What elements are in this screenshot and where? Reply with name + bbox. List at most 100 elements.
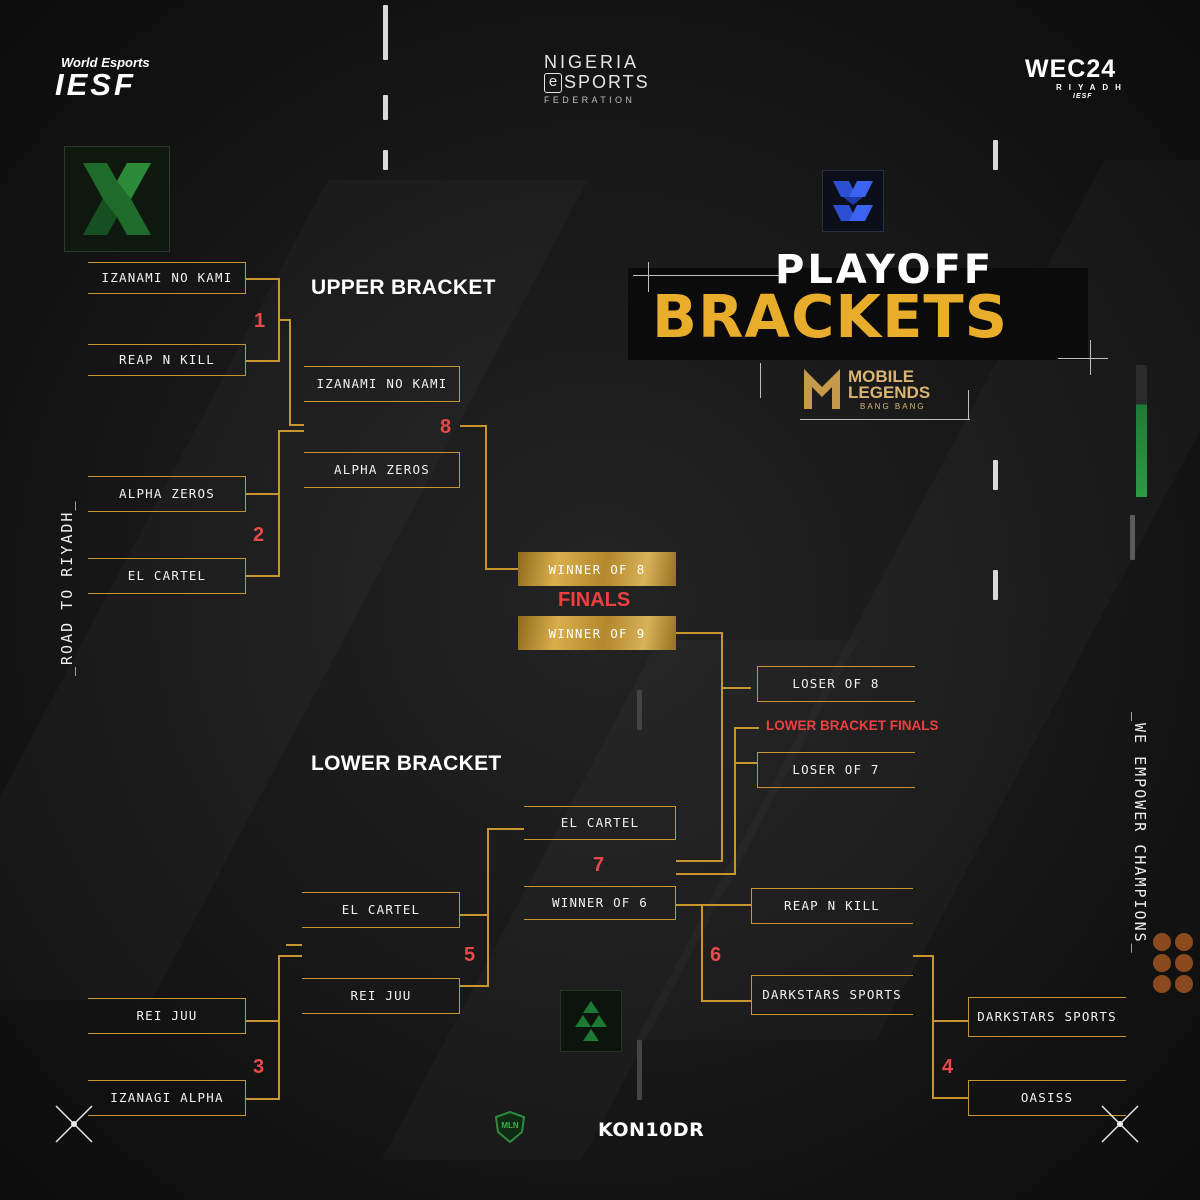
bracket-connector (460, 985, 488, 987)
bracket-connector (289, 424, 304, 426)
bracket-connector (721, 687, 751, 689)
title-frame-line (633, 275, 783, 276)
match-number-7: 7 (593, 854, 605, 876)
wec24-main-text: WEC24 (1025, 55, 1117, 83)
bracket-connector (460, 425, 486, 427)
title-frame-line (1090, 340, 1091, 375)
bracket-connector (735, 727, 759, 729)
mln-badge: MLN (493, 1110, 527, 1144)
bracket-connector (278, 430, 304, 432)
bracket-connector (487, 828, 489, 987)
decorative-dash (383, 5, 388, 60)
finals-heading: FINALS (558, 589, 631, 611)
bracket-connector (701, 904, 703, 1002)
match-number-1: 1 (254, 310, 266, 332)
team-slot-izanagi-alpha[interactable]: IZANAGI ALPHA (88, 1080, 246, 1116)
green-accent-bar (1136, 365, 1147, 497)
bracket-connector (676, 873, 736, 875)
bracket-connector (701, 1000, 751, 1002)
finals-slot-winner-of-9[interactable]: WINNER OF 9 (518, 616, 676, 650)
orange-dots-icon (1153, 933, 1193, 993)
bracket-connector (932, 1020, 968, 1022)
decorative-dash (1130, 515, 1135, 560)
bracket-connector (278, 955, 280, 1100)
bracket-connector (734, 727, 736, 874)
bracket-connector (932, 1097, 968, 1099)
team-slot-alpha-zeros[interactable]: ALPHA ZEROS (88, 476, 246, 512)
mln-shield-icon (494, 1110, 526, 1144)
nigeria-logo-line1: NIGERIA (544, 52, 640, 72)
bracket-connector (278, 430, 280, 577)
x-logo-icon (83, 163, 151, 235)
wec24-city-text: RIYADH (1056, 83, 1128, 92)
side-text-left: _ROAD TO RIYADH_ (58, 499, 76, 677)
blue-logo-icon (833, 181, 873, 221)
decorative-dash (993, 140, 998, 170)
title-frame-line (760, 363, 761, 398)
title-frame-line (968, 390, 969, 420)
bracket-connector (721, 688, 723, 862)
mobile-legends-logo: MOBILE LEGENDS BANG BANG (800, 365, 950, 415)
lower-finals-slot-loser-of-7[interactable]: LOSER OF 7 (757, 752, 915, 788)
blue-team-logo (822, 170, 884, 232)
decorative-dash (993, 460, 998, 490)
bracket-connector (735, 762, 757, 764)
iesf-logo-big-text: IESF (55, 67, 136, 102)
team-slot-rei-juu[interactable]: REI JUU (88, 998, 246, 1034)
bracket-connector (246, 1020, 279, 1022)
team-slot-izanami-no-kami[interactable]: IZANAMI NO KAMI (88, 262, 246, 294)
match-number-5: 5 (464, 944, 476, 966)
mln-badge-text: MLN (501, 1121, 519, 1130)
bracket-connector (289, 319, 291, 426)
bracket-connector (721, 632, 723, 689)
bracket-connector (278, 278, 280, 362)
team-slot-rei-juu-lb[interactable]: REI JUU (302, 978, 460, 1014)
team-slot-el-cartel-lb2[interactable]: EL CARTEL (524, 806, 676, 840)
lower-bracket-finals-heading: LOWER BRACKET FINALS (766, 718, 939, 733)
orange-dots-logo (1150, 930, 1200, 996)
sponsor-logo: KON10DR (598, 1119, 705, 1141)
mobile-legends-emblem-icon (804, 369, 840, 409)
bracket-connector (246, 278, 279, 280)
team-slot-el-cartel-lb[interactable]: EL CARTEL (302, 892, 460, 928)
nigeria-esports-logo: NIGERIA e SPORTS FEDERATION (540, 52, 665, 112)
bracket-connector (701, 904, 751, 906)
bracket-connector (246, 1098, 279, 1100)
team-slot-el-cartel[interactable]: EL CARTEL (88, 558, 246, 594)
title-playoff: PLAYOFF (775, 247, 995, 293)
nigeria-logo-line2: e SPORTS (544, 72, 650, 93)
nigeria-logo-e-mark: e (544, 72, 562, 93)
title-frame-line (1058, 358, 1108, 359)
team-slot-alpha-zeros-r2[interactable]: ALPHA ZEROS (304, 452, 460, 488)
match-number-8: 8 (440, 416, 452, 438)
bracket-connector (487, 828, 524, 830)
team-slot-winner-of-6[interactable]: WINNER OF 6 (524, 886, 676, 920)
bracket-connector (286, 944, 302, 946)
team-slot-reap-n-kill[interactable]: REAP N KILL (88, 344, 246, 376)
bracket-connector (246, 360, 279, 362)
team-slot-oasiss[interactable]: OASISS (968, 1080, 1126, 1116)
bracket-connector (932, 955, 934, 1099)
lower-bracket-heading: LOWER BRACKET (311, 752, 502, 775)
bracket-connector (278, 955, 302, 957)
match-number-4: 4 (942, 1056, 954, 1078)
decorative-dash (637, 1040, 642, 1100)
nigeria-logo-sports: SPORTS (564, 72, 650, 92)
lower-finals-slot-loser-of-8[interactable]: LOSER OF 8 (757, 666, 915, 702)
upper-bracket-heading: UPPER BRACKET (311, 276, 496, 299)
team-slot-izanami-no-kami-r2[interactable]: IZANAMI NO KAMI (304, 366, 460, 402)
match-number-3: 3 (253, 1056, 265, 1078)
crosshair-icon (52, 1102, 96, 1146)
side-text-right: _WE EMPOWER CHAMPIONS_ (1131, 712, 1149, 955)
nigeria-logo-line3: FEDERATION (544, 95, 636, 105)
team-slot-darkstars-sports[interactable]: DARKSTARS SPORTS (968, 997, 1126, 1037)
match-number-6: 6 (710, 944, 722, 966)
bracket-connector (676, 860, 722, 862)
team-slot-reap-n-kill-lb[interactable]: REAP N KILL (751, 888, 913, 924)
title-frame-line (648, 262, 649, 292)
team-slot-darkstars-sports-lb[interactable]: DARKSTARS SPORTS (751, 975, 913, 1015)
title-brackets: BRACKETS (652, 282, 1009, 351)
finals-slot-winner-of-8[interactable]: WINNER OF 8 (518, 552, 676, 586)
bracket-connector (485, 568, 518, 570)
